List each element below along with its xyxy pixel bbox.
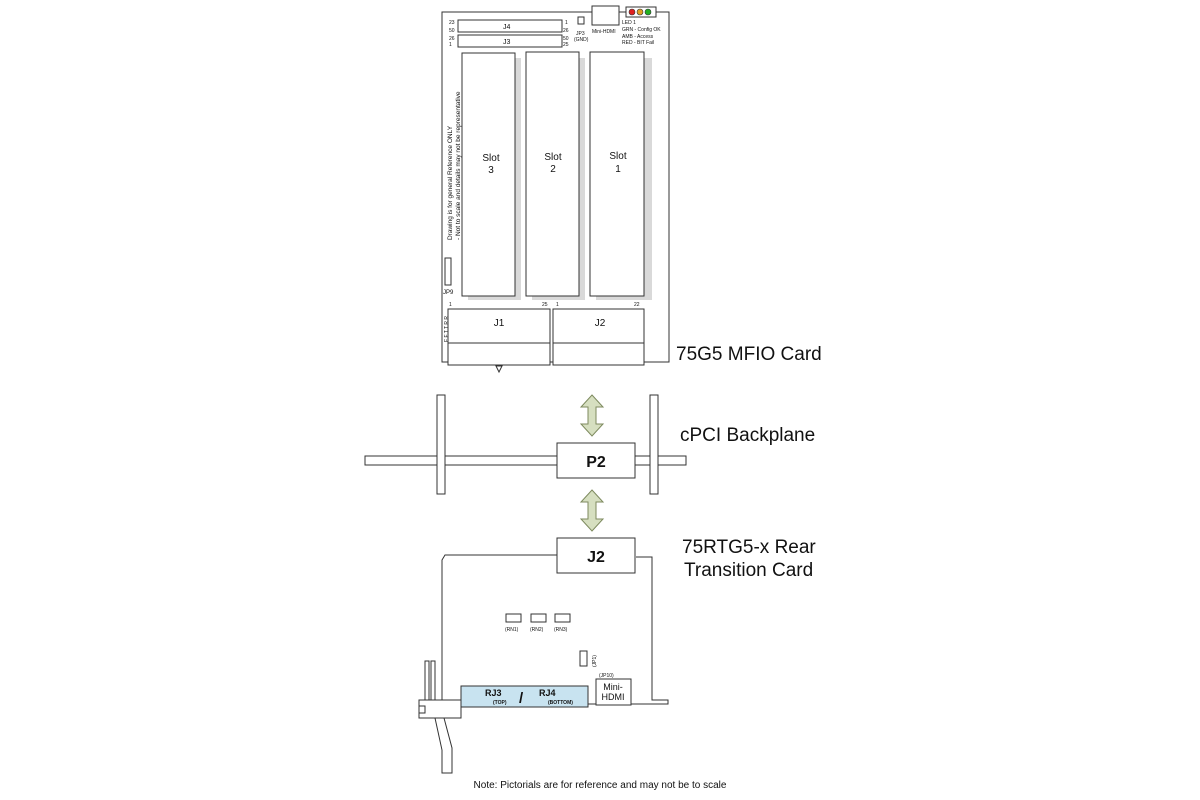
led-green-icon bbox=[644, 8, 652, 16]
jp9-label: JP9 bbox=[443, 290, 454, 296]
rtc-mini-hdmi-line2: HDMI bbox=[602, 692, 625, 702]
p2-label: P2 bbox=[586, 454, 606, 471]
j2-pin-right: 22 bbox=[634, 302, 640, 308]
rtc-j2-connector bbox=[556, 537, 636, 574]
j3-pin-right-bottom: 25 bbox=[563, 42, 569, 48]
j3-pin-left-bottom: 1 bbox=[449, 42, 452, 48]
rj-separator: / bbox=[519, 690, 524, 707]
rtc-title-line2: Transition Card bbox=[684, 560, 814, 581]
j1-label: J1 bbox=[494, 318, 505, 329]
rn3-label: (RN3) bbox=[554, 627, 568, 633]
slot-1-label-line1: Slot bbox=[609, 151, 626, 162]
rtc-title-line1: 75RTG5-x Rear bbox=[682, 537, 816, 558]
led-red-icon bbox=[628, 8, 636, 16]
mfio-mini-hdmi-connector bbox=[591, 5, 620, 26]
jp3-label: JP3 bbox=[576, 31, 585, 37]
backplane-rail bbox=[364, 455, 687, 466]
disclaimer-line-1: Drawing is for general Reference ONLY bbox=[447, 125, 454, 240]
jp10-label: (JP10) bbox=[599, 673, 614, 679]
j4-pin-left-top: 23 bbox=[449, 20, 455, 26]
mfio-notch bbox=[495, 365, 503, 374]
mfio-mini-hdmi-label: Mini-HDMI bbox=[592, 29, 616, 35]
double-arrow-bottom-icon bbox=[579, 489, 605, 532]
jp9-jumper bbox=[444, 257, 452, 286]
rn2 bbox=[530, 613, 547, 623]
backplane-title: cPCI Backplane bbox=[680, 425, 816, 446]
slot-3-label-line1: Slot bbox=[482, 153, 499, 164]
mfio-card: J4 J3 23 50 26 1 1 26 50 25 JP3 (GND) Mi… bbox=[441, 5, 670, 374]
led-line-3: AMB - Access bbox=[622, 34, 654, 40]
j4-label: J4 bbox=[503, 24, 511, 31]
rtc-card: J2 (RN1) (RN2) (RN3) (JP1) (JP10) Mini- … bbox=[418, 537, 669, 774]
j1-connector bbox=[447, 308, 551, 344]
j2-pin-left: 1 bbox=[556, 302, 559, 308]
rn1 bbox=[505, 613, 522, 623]
rtc-panel-tab bbox=[418, 705, 426, 714]
jp1-jumper bbox=[579, 650, 588, 667]
j2-label: J2 bbox=[595, 318, 606, 329]
led-line-1: LED 1 bbox=[622, 20, 636, 26]
j4-pin-right-top: 1 bbox=[565, 20, 568, 26]
mfio-card-title: 75G5 MFIO Card bbox=[676, 344, 822, 365]
rtc-ejector-handle bbox=[434, 717, 453, 774]
j2-connector bbox=[552, 308, 645, 344]
rj3-label: RJ3 bbox=[485, 688, 502, 698]
slot-3 bbox=[461, 52, 516, 297]
disclaimer-line-2: - Not to scale and details may not be re… bbox=[455, 91, 462, 240]
j3-label: J3 bbox=[503, 39, 511, 46]
rj4-label: RJ4 bbox=[539, 688, 556, 698]
footnote: Note: Pictorials are for reference and m… bbox=[473, 780, 727, 791]
slot-2 bbox=[525, 51, 580, 297]
rtc-mini-hdmi-connector bbox=[595, 678, 632, 706]
rtc-mini-hdmi-line1: Mini- bbox=[603, 682, 623, 692]
slot-1-label-line2: 1 bbox=[615, 164, 621, 175]
slot-3-label-line2: 3 bbox=[488, 165, 494, 176]
arrow-card-to-backplane bbox=[579, 394, 605, 437]
backplane-guide-left bbox=[436, 394, 446, 495]
j4-header bbox=[457, 19, 563, 33]
led-line-2: GRN - Config OK bbox=[622, 27, 661, 33]
rtc-j2-label: J2 bbox=[587, 549, 605, 566]
jp3-sub-label: (GND) bbox=[574, 37, 589, 43]
j4-pin-left-bottom: 50 bbox=[449, 28, 455, 34]
p2-connector bbox=[556, 442, 636, 479]
slot-2-label-line1: Slot bbox=[544, 152, 561, 163]
jp1-label: (JP1) bbox=[592, 655, 598, 667]
j3-pin-left-top: 26 bbox=[449, 36, 455, 42]
j4-pin-right-bottom: 26 bbox=[563, 28, 569, 34]
led-amber-icon bbox=[636, 8, 644, 16]
j3-header bbox=[457, 34, 563, 48]
rn2-label: (RN2) bbox=[530, 627, 544, 633]
led-line-4: RED - BIT Fail bbox=[622, 40, 654, 46]
slot-1 bbox=[589, 51, 645, 297]
rtc-board-outline bbox=[432, 554, 669, 705]
edge-labels: F F T T R R bbox=[444, 316, 450, 342]
rn3 bbox=[554, 613, 571, 623]
jp3-jumper bbox=[577, 16, 585, 25]
rj3-rj4-connector bbox=[460, 685, 589, 708]
j1-pin-right: 25 bbox=[542, 302, 548, 308]
j1-pin-left: 1 bbox=[449, 302, 452, 308]
j1-connector-lower bbox=[447, 342, 551, 366]
j3-pin-right-top: 50 bbox=[563, 36, 569, 42]
backplane-guide-right bbox=[649, 394, 659, 495]
rn1-label: (RN1) bbox=[505, 627, 519, 633]
slot-2-label-line2: 2 bbox=[550, 164, 556, 175]
arrow-backplane-to-rtc bbox=[579, 489, 605, 532]
j2-connector-lower bbox=[552, 342, 645, 366]
double-arrow-top-icon bbox=[579, 394, 605, 437]
rj3-sub-label: (TOP) bbox=[493, 700, 507, 706]
cpci-backplane: P2 bbox=[364, 394, 687, 495]
rj4-sub-label: (BOTTOM) bbox=[548, 700, 573, 706]
